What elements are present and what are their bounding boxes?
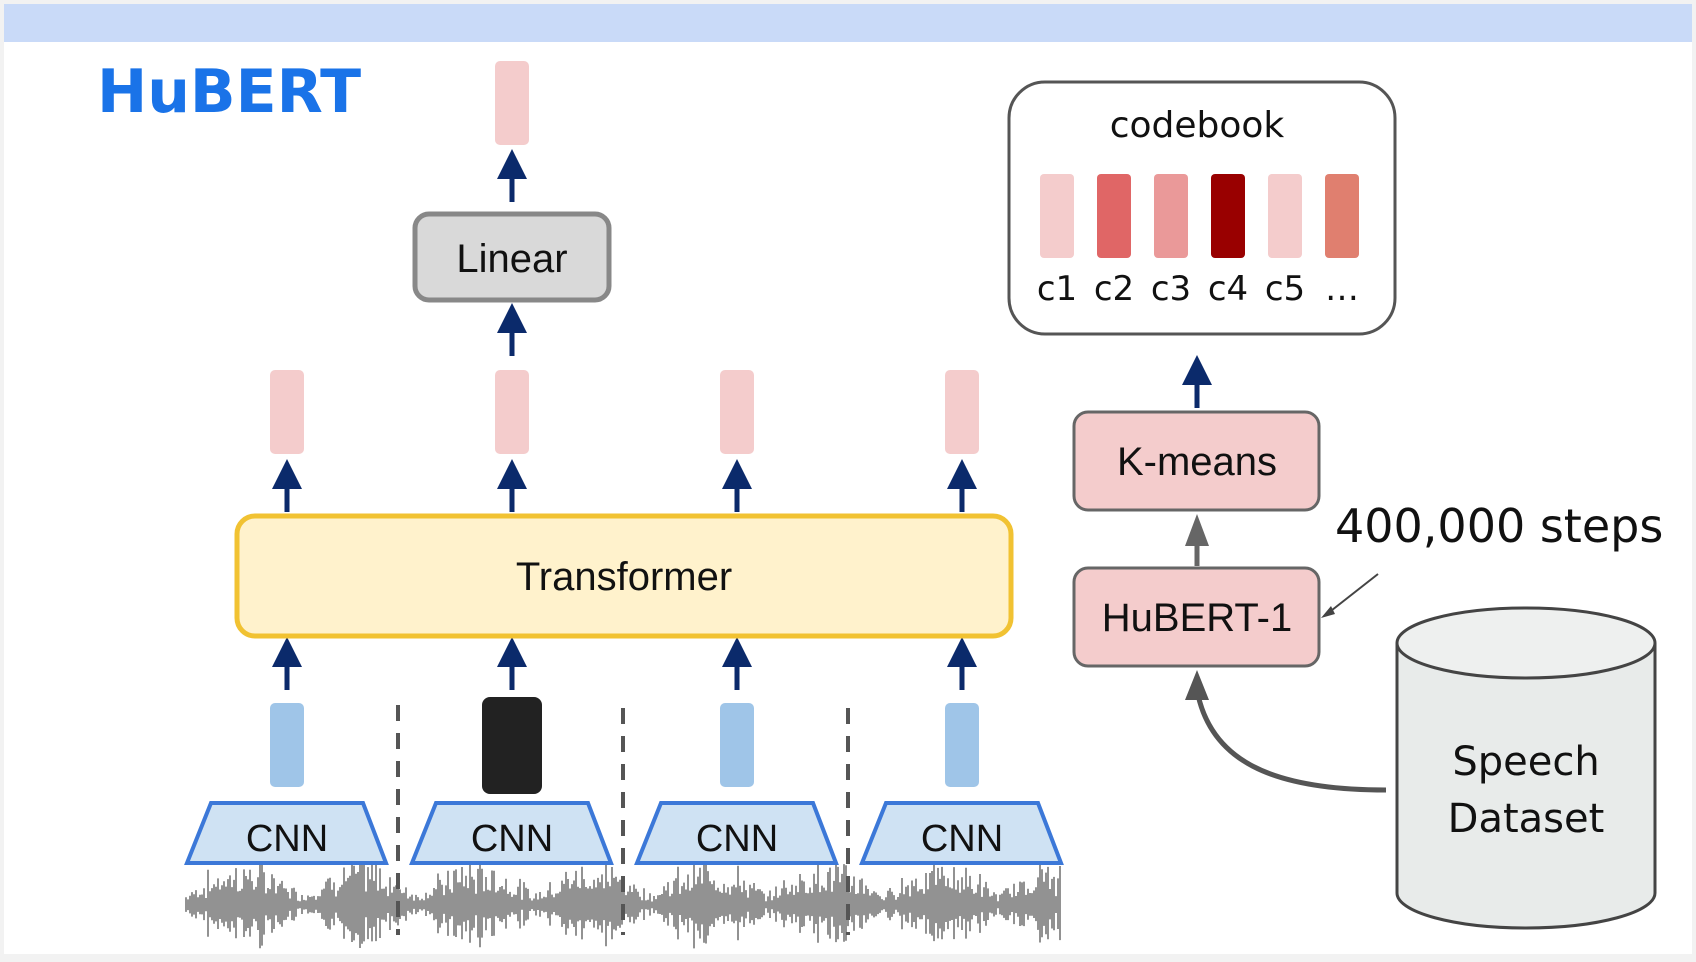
masked-vector bbox=[482, 697, 542, 794]
code-swatch-4 bbox=[1211, 174, 1245, 258]
linear-block: Linear bbox=[412, 211, 612, 303]
steps-pointer-line bbox=[1326, 573, 1379, 615]
transformer-label: Transformer bbox=[516, 555, 732, 599]
codebook-title: codebook bbox=[1110, 105, 1285, 146]
waveform-trace bbox=[185, 856, 1061, 949]
diagram-title: HuBERT bbox=[97, 57, 361, 127]
transformer-block: Transformer bbox=[234, 513, 1014, 639]
code-swatch-5 bbox=[1268, 174, 1302, 258]
to-kmeans-arrowhead bbox=[1185, 514, 1209, 546]
hubert1-block: HuBERT-1 bbox=[1072, 566, 1321, 668]
header-band bbox=[4, 4, 1692, 42]
cnn-4: CNN bbox=[859, 801, 1064, 865]
output-vector-2 bbox=[495, 370, 529, 454]
code-swatch-3 bbox=[1154, 174, 1188, 258]
cnn-1-label: CNN bbox=[246, 818, 328, 860]
code-swatch-2 bbox=[1097, 174, 1131, 258]
hubert1-label: HuBERT-1 bbox=[1102, 596, 1292, 640]
cnn-3-label: CNN bbox=[696, 818, 778, 860]
dataset-to-hubert-arrow bbox=[1194, 689, 1387, 793]
code-label-3: c3 bbox=[1151, 269, 1191, 309]
code-label-5: c5 bbox=[1265, 269, 1305, 309]
cnn-3: CNN bbox=[634, 801, 839, 865]
code-swatch-6 bbox=[1325, 174, 1359, 258]
linear-label: Linear bbox=[456, 237, 567, 281]
cnn-2-label: CNN bbox=[471, 818, 553, 860]
code-label-6: … bbox=[1325, 269, 1359, 309]
dataset-label-line1: Speech bbox=[1452, 739, 1599, 785]
prediction-vector bbox=[495, 61, 529, 145]
output-vector-3 bbox=[720, 370, 754, 454]
code-label-1: c1 bbox=[1037, 269, 1077, 309]
input-vector-1 bbox=[270, 703, 304, 787]
speech-dataset-cylinder: Speech Dataset bbox=[1395, 606, 1657, 930]
codebook-codes: c1 c2 c3 c4 c5 … bbox=[1037, 174, 1359, 309]
input-vector-3 bbox=[720, 703, 754, 787]
output-vector-1 bbox=[270, 370, 304, 454]
code-label-4: c4 bbox=[1208, 269, 1248, 309]
steps-pointer-head bbox=[1321, 606, 1335, 618]
cnn-2: CNN bbox=[409, 801, 614, 865]
output-vector-4 bbox=[945, 370, 979, 454]
output-arrows bbox=[272, 459, 977, 512]
waveform bbox=[185, 856, 1061, 949]
kmeans-block: K-means bbox=[1072, 410, 1321, 512]
dataset-label-line2: Dataset bbox=[1448, 796, 1605, 842]
code-swatch-1 bbox=[1040, 174, 1074, 258]
dataset-arrowhead bbox=[1185, 670, 1209, 700]
cnn-1: CNN bbox=[184, 801, 389, 865]
kmeans-label: K-means bbox=[1117, 440, 1277, 484]
cnn-4-label: CNN bbox=[921, 818, 1003, 860]
segment-separators bbox=[396, 705, 850, 935]
input-arrows bbox=[272, 637, 977, 690]
codebook-box: codebook bbox=[1007, 80, 1397, 336]
code-label-2: c2 bbox=[1094, 269, 1134, 309]
steps-label: 400,000 steps bbox=[1335, 499, 1663, 553]
input-vector-4 bbox=[945, 703, 979, 787]
